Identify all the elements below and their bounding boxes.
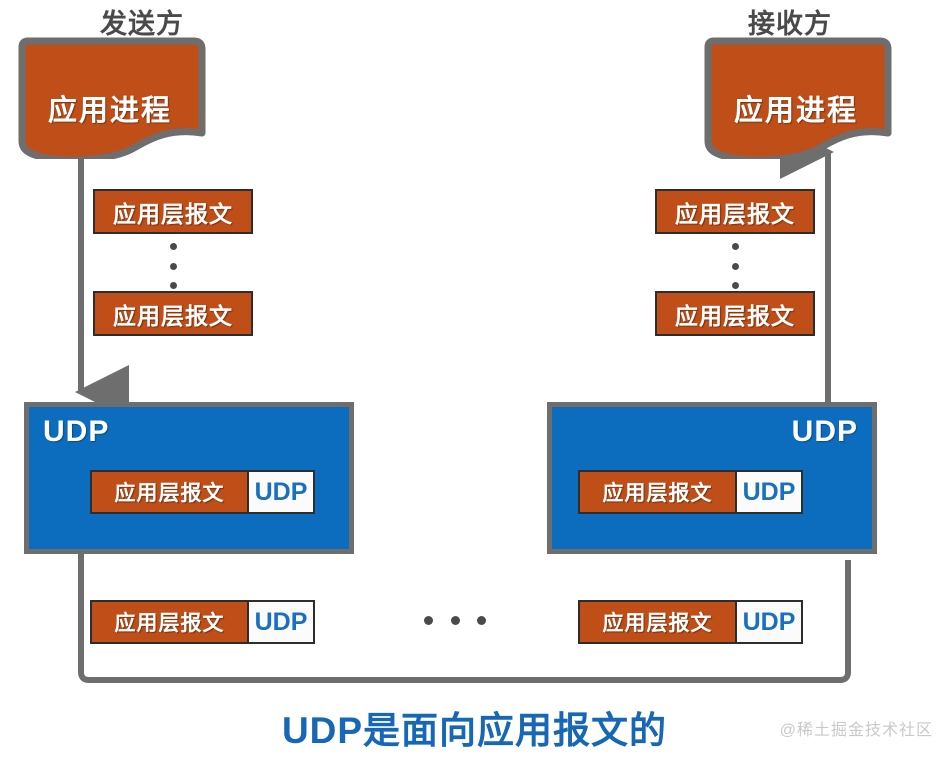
datagram-payload-label: 应用层报文 (92, 472, 247, 512)
datagram-payload-label: 应用层报文 (580, 602, 735, 642)
ellipsis-dot (731, 243, 739, 250)
datagram-udp-header-label: UDP (247, 602, 313, 642)
datagram-payload-label: 应用层报文 (580, 472, 735, 512)
ellipsis-dot (477, 615, 486, 625)
datagram-udp-header-label: UDP (735, 472, 801, 512)
receiver-heading: 接收方 (748, 9, 832, 39)
datagram-udp-header-label: UDP (735, 602, 801, 642)
sender-message-box[interactable]: 应用层报文 (93, 291, 253, 336)
receiver-message-box[interactable]: 应用层报文 (655, 189, 815, 234)
receiver-udp-layer-label: UDP (791, 415, 858, 448)
ellipsis-dot (169, 282, 177, 289)
receiver-output-datagram[interactable]: 应用层报文 UDP (578, 600, 803, 644)
ellipsis-dot (450, 615, 460, 625)
receiver-vertical-ellipsis (727, 243, 743, 289)
sender-heading: 发送方 (100, 9, 184, 39)
receiver-app-process-box[interactable]: 应用进程 (700, 37, 892, 159)
sender-vertical-ellipsis (165, 243, 181, 289)
sender-output-datagram[interactable]: 应用层报文 UDP (90, 600, 315, 644)
ellipsis-dot (169, 262, 177, 270)
sender-udp-layer-label: UDP (43, 415, 110, 448)
diagram-caption: UDP是面向应用报文的 (281, 710, 668, 751)
ellipsis-dot (731, 282, 739, 289)
datagram-payload-label: 应用层报文 (92, 602, 247, 642)
sender-app-process-box[interactable]: 应用进程 (14, 37, 206, 159)
sender-udp-datagram-inner[interactable]: 应用层报文 UDP (90, 470, 315, 514)
receiver-udp-datagram-inner[interactable]: 应用层报文 UDP (578, 470, 803, 514)
ellipsis-dot (169, 243, 177, 250)
watermark: @稀土掘金技术社区 (779, 722, 933, 739)
datagram-udp-header-label: UDP (247, 472, 313, 512)
wire-horizontal-ellipsis (424, 615, 486, 625)
ellipsis-dot (424, 615, 433, 625)
sender-message-box[interactable]: 应用层报文 (93, 189, 253, 234)
ellipsis-dot (731, 262, 739, 270)
receiver-message-box[interactable]: 应用层报文 (655, 291, 815, 336)
